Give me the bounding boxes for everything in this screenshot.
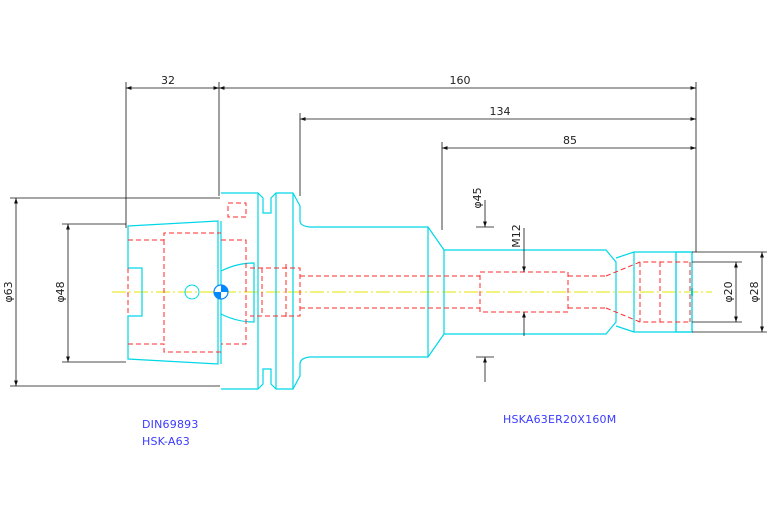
dim-phi48-label: φ48 [54,281,67,302]
note-model: HSKA63ER20X160M [503,413,617,426]
dim-phi45-label: φ45 [471,187,484,208]
dim-phi20-label: φ20 [722,281,735,302]
dim-160-label: 160 [450,74,471,87]
note-interface: HSK-A63 [142,435,190,448]
origin-symbol [213,284,229,300]
note-standard: DIN69893 [142,418,199,431]
dim-134-label: 134 [490,105,511,118]
dim-32-label: 32 [161,74,175,87]
dim-m12-label: M12 [510,224,523,248]
dim-phi28-label: φ28 [748,281,761,302]
dim-phi63-label: φ63 [2,281,15,302]
holder-body-outline [299,220,693,365]
hole-circle [184,284,200,300]
dim-85-label: 85 [563,134,577,147]
dimension-lines [10,82,767,387]
hidden-lines [127,202,691,353]
